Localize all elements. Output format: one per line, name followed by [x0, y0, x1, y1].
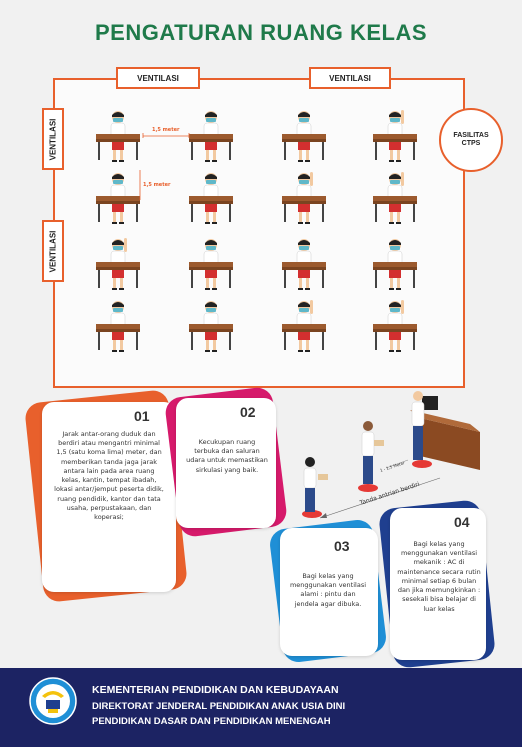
- card-text: Bagi kelas yang menggunakan ventilasi al…: [289, 572, 367, 608]
- ventilation-label: VENTILASI: [48, 230, 58, 272]
- monitor-icon: [422, 396, 438, 410]
- student-at-desk: [373, 172, 417, 224]
- ventilation-label: VENTILASI: [48, 118, 58, 160]
- card-number: 04: [454, 514, 470, 530]
- student-at-desk: [282, 172, 326, 224]
- card-text: Kecukupan ruang terbuka dan saluran udar…: [186, 438, 268, 474]
- ctps-facility-badge: FASILITAS CTPS: [439, 108, 503, 172]
- student-at-desk: [373, 239, 417, 290]
- queue-mark: [412, 460, 432, 468]
- student-at-desk: [96, 173, 140, 224]
- counter-desk: [420, 418, 480, 470]
- counter-top: [410, 410, 480, 432]
- ventilation-label: VENTILASI: [137, 73, 179, 83]
- student-at-desk: [189, 173, 233, 224]
- tut-wuri-handayani-logo: [29, 677, 77, 725]
- student-at-desk: [96, 111, 140, 162]
- student-at-desk: [96, 301, 140, 352]
- ventilation-left-top: VENTILASI: [42, 108, 64, 170]
- ventilation-top-right: VENTILASI: [309, 67, 391, 89]
- student-at-desk: [96, 238, 140, 290]
- person-icon: [305, 457, 315, 467]
- queue-illustration: [302, 391, 480, 519]
- student-at-desk: [282, 111, 326, 162]
- card-text: Jarak antar-orang duduk dan berdiri atau…: [54, 430, 164, 521]
- student-at-desk: [373, 300, 417, 352]
- student-at-desk: [282, 300, 326, 352]
- student-at-desk: [282, 239, 326, 290]
- person-icon: [363, 421, 373, 431]
- document-icon: [318, 474, 328, 480]
- student-at-desk: [189, 301, 233, 352]
- page-title: PENGATURAN RUANG KELAS: [94, 20, 428, 45]
- distance-vertical-marker: [139, 170, 141, 200]
- ventilation-top-left: VENTILASI: [116, 67, 200, 89]
- footer-ministry: KEMENTERIAN PENDIDIKAN DAN KEBUDAYAAN: [92, 684, 339, 696]
- footer-directorate: DIREKTORAT JENDERAL PENDIDIKAN ANAK USIA…: [92, 701, 346, 712]
- queue-arrow: [319, 477, 441, 519]
- footer-banner: [0, 668, 522, 747]
- distance-horizontal-label: 1,5 meter: [152, 127, 180, 133]
- person-icon: [413, 391, 423, 401]
- card-number: 02: [240, 404, 256, 420]
- card-number: 03: [334, 538, 350, 554]
- student-at-desk: [373, 110, 417, 162]
- distance-horizontal-marker: [142, 133, 190, 138]
- student-at-desk: [189, 111, 233, 162]
- queue-mark: [358, 484, 378, 492]
- distance-vertical-label: 1,5 meter: [143, 182, 171, 188]
- ventilation-left-bottom: VENTILASI: [42, 220, 64, 282]
- student-at-desk: [189, 239, 233, 290]
- document-icon: [374, 440, 384, 446]
- card-number: 01: [134, 408, 150, 424]
- card-text: Bagi kelas yang menggunakan ventilasi me…: [397, 540, 481, 613]
- footer-directorate-2: PENDIDIKAN DASAR DAN PENDIDIKAN MENENGAH: [92, 716, 331, 727]
- ventilation-label: VENTILASI: [329, 73, 371, 83]
